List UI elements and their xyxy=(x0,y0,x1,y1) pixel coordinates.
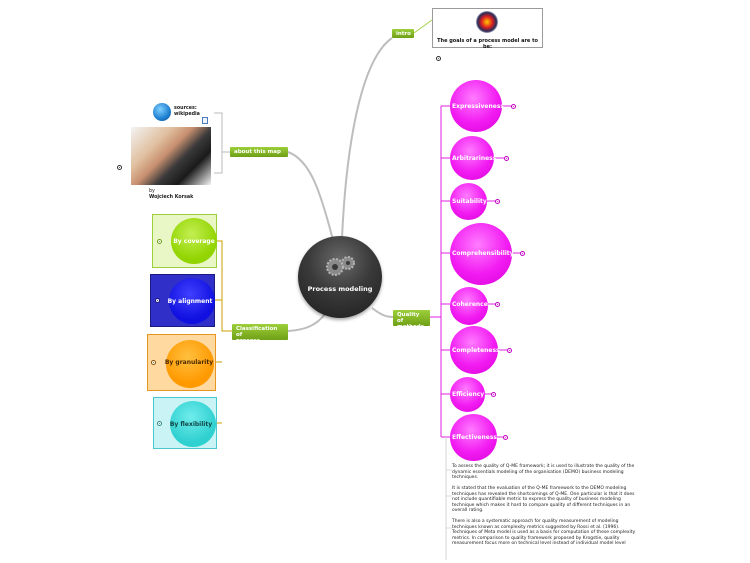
intro-collapse-dot[interactable] xyxy=(436,56,441,61)
target-logo-icon xyxy=(476,11,498,33)
by-text: by xyxy=(149,189,155,194)
arbitrariness-label: Arbitrariness xyxy=(452,155,497,162)
quality-label-line1: Quality of xyxy=(397,312,420,324)
coverage-circle[interactable] xyxy=(171,218,217,264)
alignment-label: By alignment xyxy=(167,298,213,305)
alignment-circle[interactable] xyxy=(169,278,215,324)
arbitrariness-dot[interactable] xyxy=(504,156,509,161)
coherence-circle[interactable] xyxy=(450,287,488,325)
granularity-label: By granularity xyxy=(164,359,214,366)
quality-note-3: There is also a systematic approach for … xyxy=(452,519,636,547)
completeness-dot[interactable] xyxy=(507,348,512,353)
expressiveness-circle[interactable] xyxy=(450,80,502,132)
center-node[interactable] xyxy=(298,236,382,318)
link-icon[interactable] xyxy=(202,117,208,124)
gears-icon xyxy=(326,256,355,276)
comprehensibility-label: Comprehensibility xyxy=(452,250,514,257)
quality-note-1: To assess the quality of Q-ME framework;… xyxy=(452,464,635,481)
granularity-circle[interactable] xyxy=(166,340,214,388)
efficiency-dot[interactable] xyxy=(491,392,496,397)
classification-label-line1: Classification of xyxy=(236,326,278,338)
about-node[interactable]: about this map xyxy=(230,147,288,157)
center-label: Process modeling xyxy=(307,285,373,293)
efficiency-circle[interactable] xyxy=(450,377,485,412)
flexibility-dot[interactable] xyxy=(157,421,162,426)
completeness-circle[interactable] xyxy=(450,326,498,374)
effectiveness-dot[interactable] xyxy=(503,435,508,440)
flexibility-circle[interactable] xyxy=(170,401,216,447)
coherence-dot[interactable] xyxy=(495,302,500,307)
expressiveness-label: Expressiveness xyxy=(452,103,504,110)
coverage-dot[interactable] xyxy=(157,239,162,244)
granularity-dot[interactable] xyxy=(151,360,156,365)
alignment-dot[interactable] xyxy=(155,298,160,303)
comprehensibility-dot[interactable] xyxy=(520,251,525,256)
intro-box-text: The goals of a process model are to be: xyxy=(437,38,538,50)
quality-label-line2: methods xyxy=(397,324,424,330)
intro-label: intro xyxy=(396,31,411,37)
flexibility-label: By flexibility xyxy=(169,421,213,428)
efficiency-label: Efficiency xyxy=(452,391,485,398)
author-photo xyxy=(131,127,211,185)
comprehensibility-circle[interactable] xyxy=(450,223,512,285)
about-collapse-dot[interactable] xyxy=(117,165,122,170)
classification-label-line2: process models xyxy=(236,338,260,350)
globe-icon xyxy=(153,103,171,121)
coherence-label: Coherence xyxy=(452,301,488,308)
suitability-circle[interactable] xyxy=(450,183,487,220)
effectiveness-label: Effectiveness xyxy=(452,434,497,441)
quality-node[interactable]: Quality of methods xyxy=(393,310,430,330)
effectiveness-circle[interactable] xyxy=(450,414,497,461)
classification-node[interactable]: Classification of process models xyxy=(232,324,288,350)
sources-line1: sources: xyxy=(174,106,197,111)
author-name: Wojciech Korsak xyxy=(149,195,194,200)
sources-line2: wikipedia xyxy=(174,112,200,117)
suitability-label: Suitability xyxy=(452,198,487,205)
completeness-label: Completeness xyxy=(452,347,500,354)
quality-note-2: It is stated that the evaluation of the … xyxy=(452,486,635,514)
intro-node[interactable]: intro xyxy=(392,29,414,38)
arbitrariness-circle[interactable] xyxy=(450,136,494,180)
about-label: about this map xyxy=(234,149,281,155)
suitability-dot[interactable] xyxy=(495,199,500,204)
coverage-label: By coverage xyxy=(173,238,215,245)
expressiveness-dot[interactable] xyxy=(511,104,516,109)
